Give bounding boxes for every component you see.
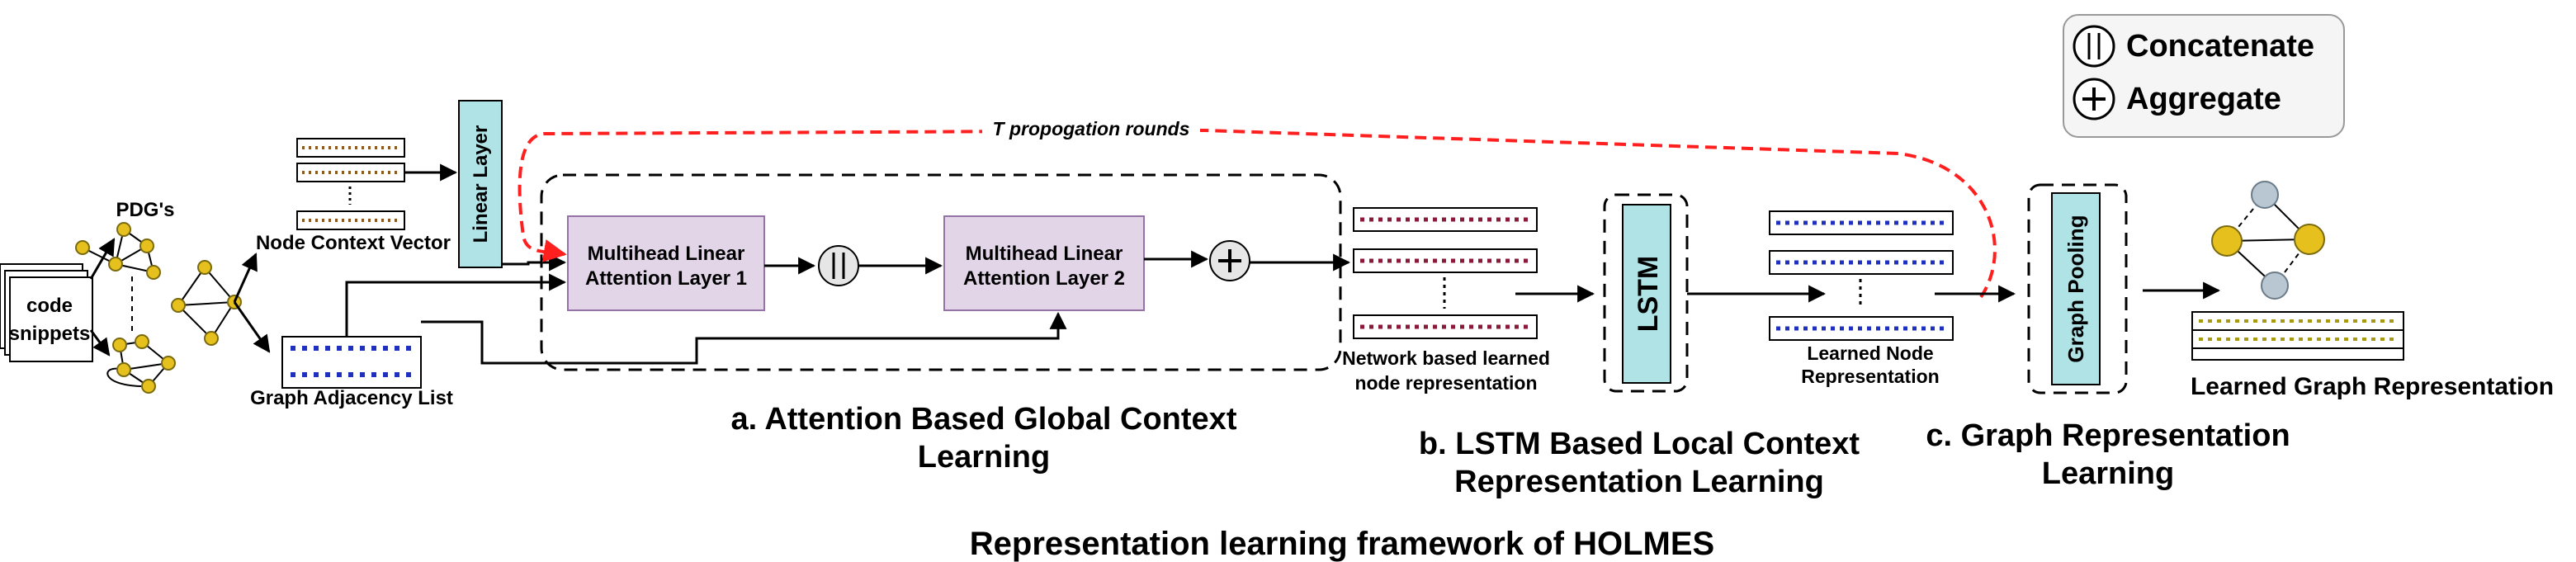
mla1-label-2: Attention Layer 1 — [585, 267, 747, 290]
pdg-graph-top — [75, 222, 161, 280]
learned-graph-label: Learned Graph Representation — [2191, 373, 2554, 400]
section-b-title: b. LSTM Based Local Context — [1419, 427, 1860, 461]
t-propagation-rounds-label: T propogation rounds — [993, 118, 1190, 139]
lstm-dashed-frame — [1603, 193, 1689, 393]
mla2-box — [943, 215, 1145, 311]
arrow-adjacency-to-mla2 — [421, 311, 1067, 365]
linear-layer-box — [458, 100, 503, 268]
learned-graph — [2211, 181, 2325, 300]
code-snippets-label-2: snippets — [9, 323, 91, 345]
pdg-graph-bottom — [106, 334, 176, 394]
section-c-title-2: Learning — [2042, 456, 2174, 491]
legend-aggregate-label: Aggregate — [2126, 82, 2281, 116]
section-c-title: c. Graph Representation — [1926, 418, 2290, 453]
arrow-to-pdg-bottom — [89, 329, 111, 357]
graph-pooling-dashed-frame — [2027, 183, 2128, 394]
graph-adjacency-list-label: Graph Adjacency List — [250, 387, 453, 409]
arrow-to-node-context — [233, 253, 258, 303]
pdgs-label: PDG's — [116, 199, 174, 221]
concatenate-icon — [818, 245, 859, 286]
linear-layer-label: Linear Layer — [470, 125, 492, 243]
learned-node-label: Learned Node — [1807, 342, 1933, 364]
network-rep-label-2: node representation — [1354, 372, 1537, 394]
propagation-rounds-arrow — [518, 128, 1997, 299]
arrow-linear-to-mla1 — [502, 253, 567, 272]
code-snippets-stack: code snippets — [0, 263, 93, 362]
network-rep-label: Network based learned — [1342, 347, 1550, 369]
lstm-box — [1622, 204, 1671, 384]
learned-node-representation — [1769, 210, 1954, 341]
graph-adjacency-list — [281, 336, 422, 389]
arrow-adjacency-to-mla1 — [345, 273, 567, 337]
attention-section-box — [540, 173, 1342, 371]
mla2-label: Multihead Linear — [966, 243, 1123, 265]
section-b-title-2: Representation Learning — [1454, 465, 1824, 499]
section-a-title-2: Learning — [918, 440, 1050, 475]
section-a-title: a. Attention Based Global Context — [731, 402, 1237, 437]
aggregate-icon — [1209, 240, 1250, 281]
learned-node-label-2: Representation — [1801, 366, 1939, 387]
legend-concatenate-label: Concatenate — [2126, 29, 2314, 64]
learned-graph-vector — [2191, 311, 2404, 361]
network-node-representation — [1353, 207, 1538, 339]
legend: Concatenate Aggregate — [2063, 14, 2345, 138]
mla1-label: Multihead Linear — [588, 243, 745, 265]
lstm-label: LSTM — [1633, 256, 1664, 333]
mla1-box — [567, 215, 765, 311]
graph-pooling-label: Graph Pooling — [2063, 215, 2088, 362]
node-context-vectors — [296, 138, 405, 230]
merged-graph — [171, 260, 242, 346]
legend-concatenate-icon — [2073, 25, 2115, 68]
mla2-label-2: Attention Layer 2 — [963, 267, 1125, 290]
propagation-label-bg — [982, 116, 1200, 142]
code-snippets-label: code — [26, 295, 73, 317]
graph-pooling-box — [2051, 192, 2101, 385]
figure-caption: Representation learning framework of HOL… — [970, 526, 1714, 562]
node-context-vector-label: Node Context Vector — [256, 232, 451, 254]
arrow-to-pdg-top — [89, 238, 116, 280]
arrow-to-adjacency — [233, 301, 271, 353]
